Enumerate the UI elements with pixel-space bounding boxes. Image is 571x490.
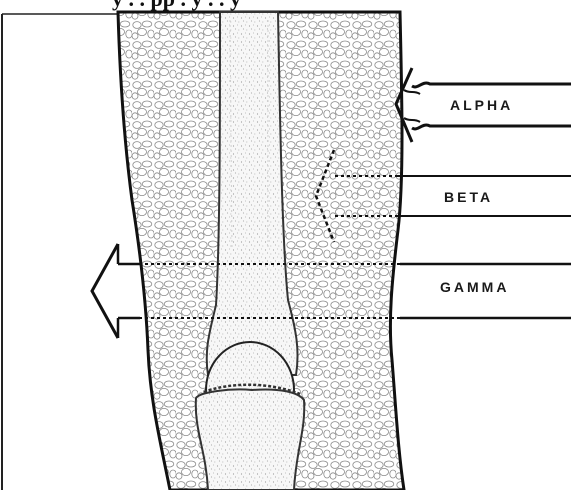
tibia	[196, 389, 304, 490]
beta-label: BETA	[444, 189, 493, 205]
alpha-label: ALPHA	[450, 97, 513, 113]
clipped-caption: y . . pp . y . . y	[112, 0, 241, 11]
gamma-label: GAMMA	[440, 279, 509, 295]
